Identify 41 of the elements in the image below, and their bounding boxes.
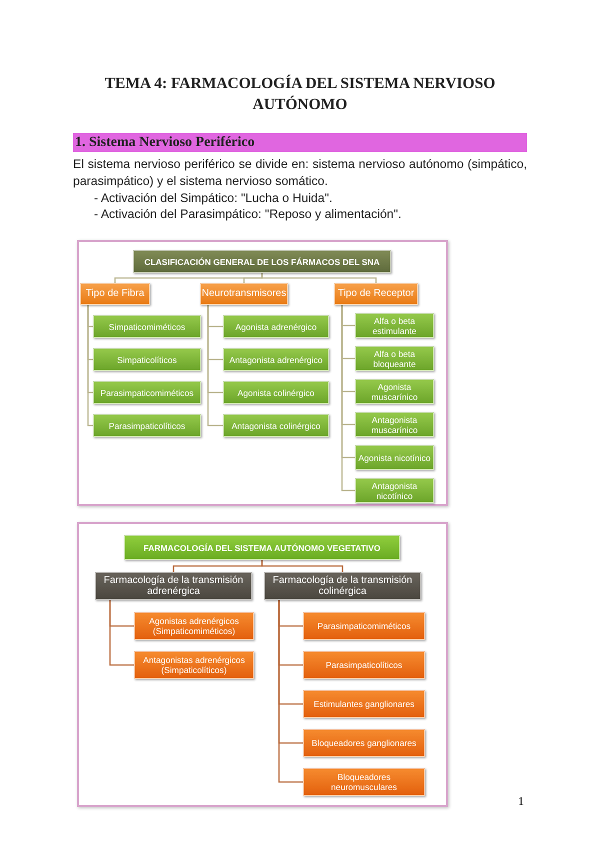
paragraph: El sistema nervioso periférico se divide en: sistema nervioso autónomo (simpático, parasimpático) y el sistema nervioso somático. bbox=[73, 156, 527, 190]
connector-line bbox=[207, 305, 223, 426]
connector-line bbox=[278, 600, 303, 783]
item-box: Antagonistas adrenérgicos (Simpaticolíticos) bbox=[134, 651, 254, 679]
title-box: FARMACOLOGÍA DEL SISTEMA AUTÓNOMO VEGETATIVO bbox=[124, 535, 400, 560]
category-box: Neurotransmisores bbox=[200, 283, 288, 305]
category-box: Tipo de Fibra bbox=[80, 283, 150, 305]
item-box: Agonista colinérgico bbox=[223, 381, 329, 404]
item-box: Parasimpaticomiméticos bbox=[93, 381, 201, 404]
category-box: Tipo de Receptor bbox=[334, 283, 418, 305]
item-box: Simpaticomiméticos bbox=[93, 315, 201, 338]
connector-line bbox=[261, 560, 344, 572]
bullet-item: - Activación del Simpático: "Lucha o Huida". bbox=[94, 190, 334, 206]
bullet-item: - Activación del Parasimpático: "Reposo y alimentación". bbox=[94, 206, 402, 222]
item-box: Agonistas adrenérgicos (Simpaticomiméticos) bbox=[134, 612, 254, 640]
item-box: Estimulantes ganglionares bbox=[303, 690, 425, 718]
item-box: Antagonista muscarínico bbox=[355, 412, 434, 437]
item-box: Agonista nicotínico bbox=[355, 445, 434, 470]
item-box: Alfa o beta estimulante bbox=[355, 313, 434, 338]
section-heading: 1. Sistema Nervioso Periférico bbox=[73, 133, 527, 152]
connector-line bbox=[87, 305, 93, 426]
connector-line bbox=[341, 305, 355, 492]
item-box: Parasimpaticolíticos bbox=[93, 414, 201, 437]
page-title: TEMA 4: FARMACOLOGÍA DEL SISTEMA NERVIOSO AUTÓNOMO bbox=[104, 74, 496, 115]
title-box: CLASIFICACIÓN GENERAL DE LOS FÁRMACOS DEL SNA bbox=[133, 250, 391, 273]
connector-line bbox=[261, 273, 377, 283]
category-box: Farmacología de la transmisión colinérgica bbox=[264, 572, 421, 600]
page-number: 1 bbox=[518, 794, 524, 809]
item-box: Parasimpaticolíticos bbox=[303, 651, 425, 679]
category-box: Farmacología de la transmisión adrenérgica bbox=[95, 572, 252, 600]
item-box: Bloqueadores neuromusculares bbox=[303, 768, 425, 796]
item-box: Parasimpaticomiméticos bbox=[303, 612, 425, 640]
item-box: Simpaticolíticos bbox=[93, 348, 201, 371]
item-box: Antagonista colinérgico bbox=[223, 414, 329, 437]
item-box: Bloqueadores ganglionares bbox=[303, 729, 425, 757]
connector-line bbox=[109, 600, 134, 666]
item-box: Alfa o beta bloqueante bbox=[355, 346, 434, 371]
item-box: Antagonista nicotínico bbox=[355, 478, 434, 503]
item-box: Agonista muscarínico bbox=[355, 379, 434, 404]
item-box: Antagonista adrenérgico bbox=[223, 348, 329, 371]
item-box: Agonista adrenérgico bbox=[223, 315, 329, 338]
